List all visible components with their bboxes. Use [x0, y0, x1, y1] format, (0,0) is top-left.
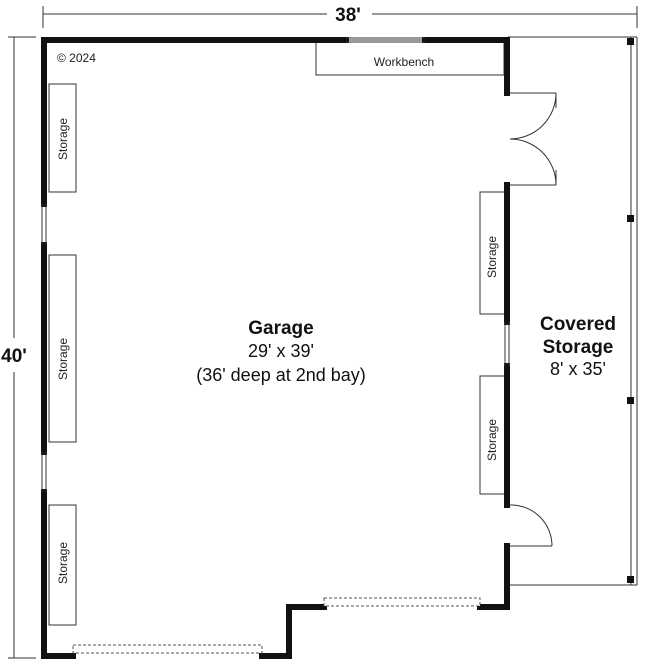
garage-walls [41, 37, 510, 659]
width-dimension: 38' [42, 5, 638, 28]
storage-left-1: Storage [48, 83, 77, 193]
workbench: Workbench [315, 39, 505, 76]
storage-right-2: Storage [479, 375, 506, 495]
garage-note: (36' deep at 2nd bay) [196, 365, 366, 385]
covered-storage-title-1: Covered [540, 314, 616, 335]
height-dimension: 40' [1, 36, 36, 659]
garage-size: 29' x 39' [248, 341, 314, 361]
storage-label: Storage [56, 118, 70, 160]
window-top [346, 37, 425, 43]
storage-label: Storage [56, 338, 70, 380]
storage-left-2: Storage [48, 254, 77, 443]
storage-label: Storage [56, 542, 70, 584]
workbench-label: Workbench [374, 55, 434, 69]
window-left-2 [41, 452, 47, 492]
garage-title: Garage [248, 318, 313, 339]
storage-label: Storage [485, 236, 499, 278]
storage-right-1: Storage [479, 191, 506, 315]
post [627, 38, 634, 45]
storage-label: Storage [485, 419, 499, 461]
garage-door-1 [72, 644, 263, 654]
copyright: © 2024 [57, 51, 96, 65]
covered-storage-size: 8' x 35' [550, 359, 606, 379]
double-door [509, 92, 557, 186]
post [627, 397, 634, 404]
storage-left-3: Storage [48, 504, 77, 626]
covered-storage-room-label: Covered Storage 8' x 35' [540, 314, 616, 379]
garage-door-2 [323, 597, 481, 607]
garage-room-label: Garage 29' x 39' (36' deep at 2nd bay) [196, 318, 366, 385]
height-label: 40' [1, 346, 27, 367]
single-door [509, 504, 553, 547]
window-right [504, 322, 510, 366]
covered-storage-outline [508, 36, 638, 586]
window-left-1 [41, 204, 47, 245]
post [627, 215, 634, 222]
width-label: 38' [335, 5, 361, 26]
post [627, 576, 634, 583]
covered-storage-title-2: Storage [543, 337, 614, 358]
